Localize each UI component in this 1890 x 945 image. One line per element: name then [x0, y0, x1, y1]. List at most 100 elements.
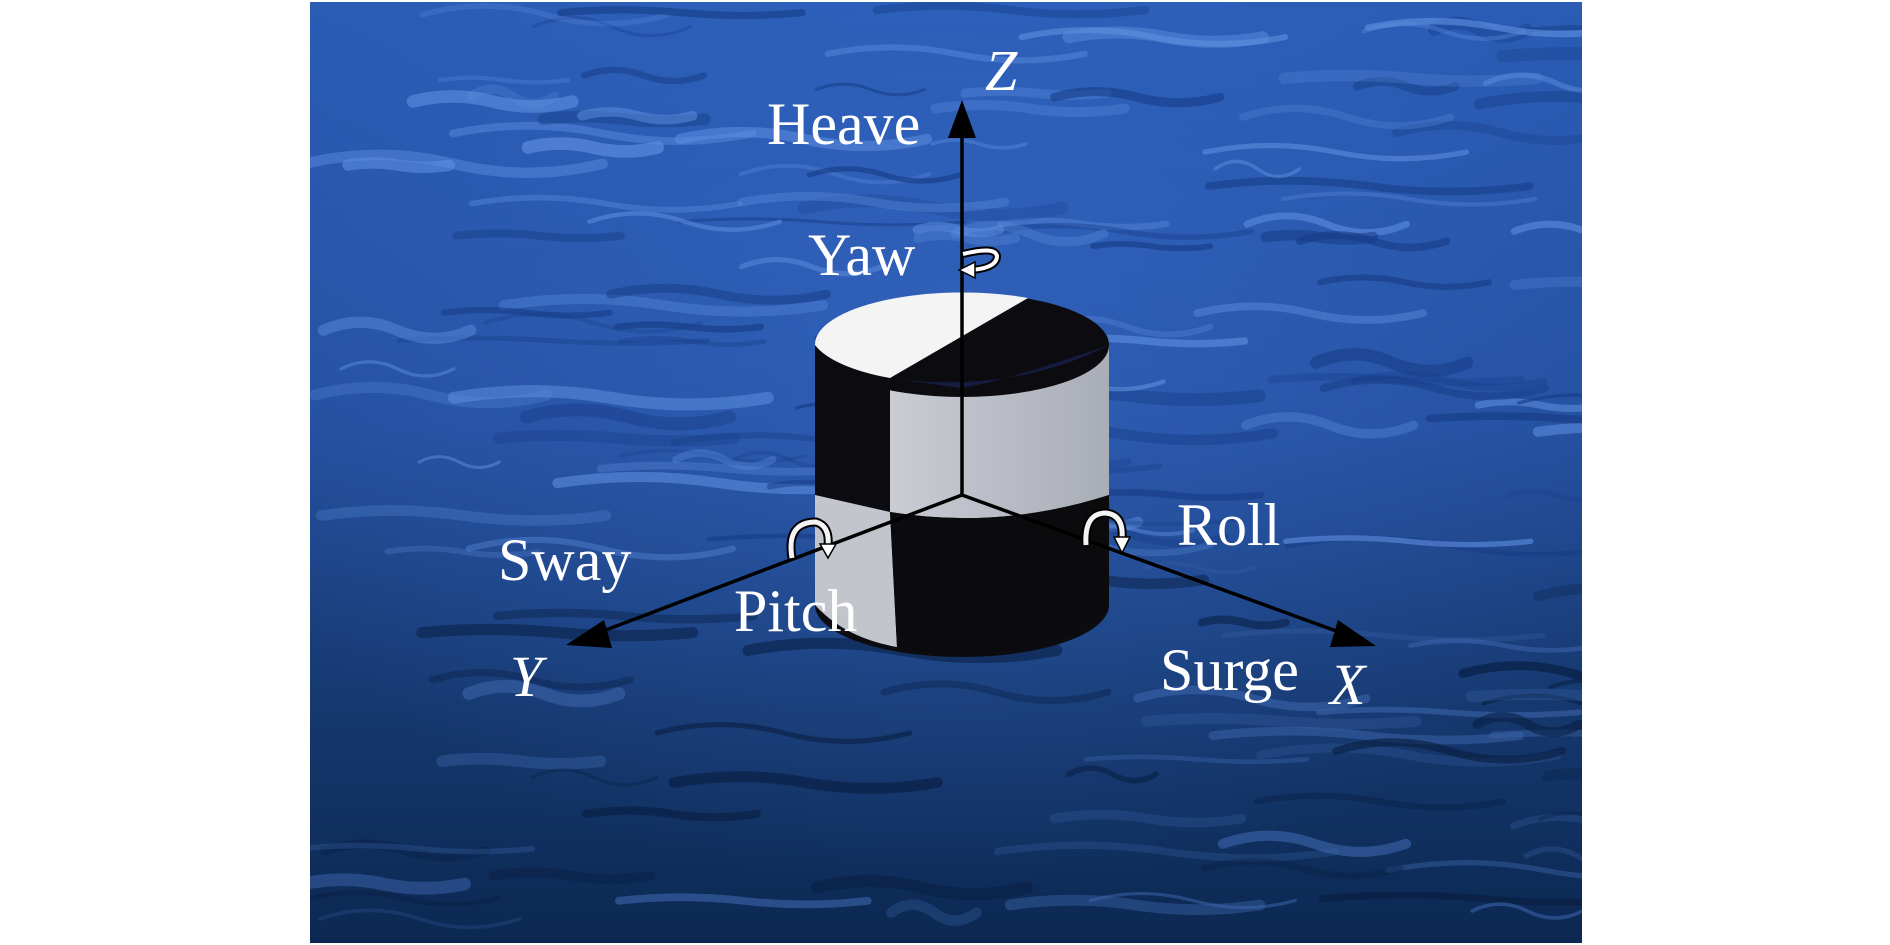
wave-texture: [668, 771, 943, 794]
pitch-label: Pitch: [734, 578, 857, 644]
wave-texture: [1018, 27, 1289, 47]
wave-texture: [654, 721, 913, 744]
wave-texture: [581, 806, 761, 822]
wave-texture: [1565, 727, 1582, 738]
roll-label: Roll: [1177, 492, 1280, 558]
wave-texture: [912, 221, 1005, 238]
wave-texture: [1350, 371, 1548, 392]
z-axis-label: Z: [985, 38, 1018, 103]
wave-texture: [1352, 76, 1460, 96]
x-axis-label: X: [1328, 652, 1368, 717]
y-axis-arrowhead: [566, 620, 612, 648]
wave-texture: [1317, 274, 1492, 290]
wave-texture: [447, 385, 774, 411]
wave-texture: [1509, 813, 1582, 830]
wave-texture: [824, 44, 1088, 64]
wave-texture: [468, 194, 743, 213]
wave-texture: [886, 899, 982, 926]
wave-texture: [1238, 104, 1455, 130]
wave-texture: [384, 545, 542, 558]
wave-texture: [1140, 713, 1422, 730]
wave-texture: [310, 149, 608, 178]
wave-texture: [448, 121, 757, 145]
wave-texture: [310, 381, 552, 409]
wave-texture: [310, 873, 471, 895]
x-axis-arrowhead: [1330, 620, 1376, 647]
wave-texture: [452, 229, 625, 243]
wave-texture: [1318, 891, 1582, 906]
y-axis-line: [589, 493, 963, 638]
wave-texture: [406, 90, 579, 113]
wave-texture: [1538, 811, 1582, 821]
wave-texture: [1495, 46, 1582, 63]
rotation-arrow-icon: [957, 246, 1002, 280]
wave-texture: [872, 2, 1150, 19]
wave-texture: [913, 230, 1021, 246]
wave-texture: [488, 867, 655, 885]
wave-texture: [1472, 712, 1582, 737]
rotation-arrow-icon: [786, 517, 838, 560]
wave-texture: [1509, 276, 1582, 290]
wave-texture: [1197, 615, 1290, 630]
wave-texture: [530, 768, 659, 787]
wave-texture: [1425, 412, 1582, 424]
wave-texture: [498, 293, 829, 317]
wave-texture: [441, 307, 613, 319]
wave-texture: [619, 448, 807, 464]
wave-texture: [416, 623, 699, 642]
wave-texture: [1088, 891, 1297, 910]
wave-texture: [519, 403, 737, 431]
wave-texture: [1202, 142, 1470, 162]
wave-texture: [462, 679, 626, 708]
wave-texture: [1542, 768, 1582, 782]
wave-texture: [1523, 846, 1582, 862]
wave-texture: [606, 283, 831, 305]
wave-texture: [316, 505, 612, 526]
wave-texture: [1465, 688, 1582, 703]
wave-texture: [738, 257, 885, 277]
wave-texture: [810, 875, 1034, 901]
wave-texture: [483, 311, 704, 334]
wave-texture: [1050, 87, 1225, 108]
wave-texture: [339, 360, 456, 378]
wave-texture: [1510, 220, 1582, 235]
wave-texture: [1282, 535, 1534, 548]
y-axis-label: Y: [510, 644, 548, 709]
wave-texture: [1482, 72, 1582, 94]
wave-texture: [428, 669, 634, 691]
wave-texture: [436, 752, 606, 770]
z-axis-arrowhead: [948, 100, 976, 138]
wave-texture: [1332, 738, 1566, 764]
wave-texture: [737, 191, 1010, 213]
wave-texture: [318, 908, 522, 930]
wave-texture: [614, 321, 764, 333]
wave-texture: [1532, 422, 1582, 437]
wave-texture: [1532, 583, 1582, 602]
wave-texture: [310, 890, 501, 907]
wave-texture: [1407, 638, 1582, 653]
wave-texture: [674, 126, 933, 152]
wave-texture: [614, 893, 872, 909]
sway-label: Sway: [498, 527, 631, 593]
wave-texture: [880, 680, 1112, 704]
wave-texture: [797, 194, 1069, 222]
wave-texture: [1243, 212, 1411, 237]
wave-texture: [466, 84, 560, 109]
wave-texture: [1280, 191, 1538, 207]
wave-texture: [310, 842, 536, 855]
wave-texture: [814, 82, 927, 97]
wave-texture: [1066, 765, 1160, 784]
wave-texture: [994, 841, 1339, 862]
wave-texture: [1489, 729, 1582, 739]
wave-texture: [1364, 17, 1582, 38]
wave-texture: [1143, 561, 1257, 575]
wave-texture: [580, 66, 707, 85]
wave-texture: [930, 138, 1028, 150]
wave-texture: [417, 455, 501, 469]
wave-texture: [1193, 302, 1427, 324]
heave-label: Heave: [767, 91, 920, 157]
wave-texture: [1385, 860, 1582, 879]
wave-texture: [950, 220, 1109, 247]
wave-texture: [1083, 754, 1310, 764]
